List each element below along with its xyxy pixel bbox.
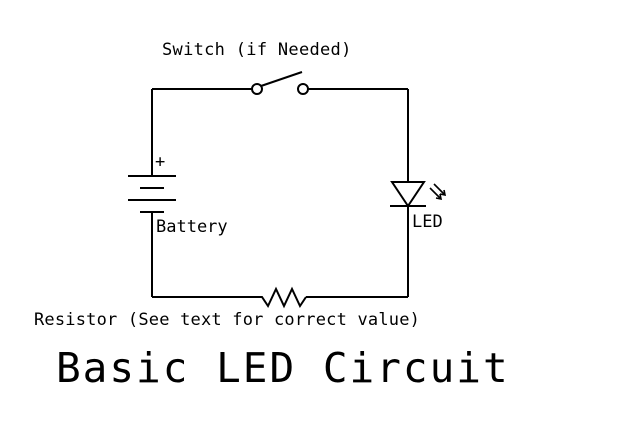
switch-open-icon <box>251 71 309 95</box>
led-label: LED <box>412 212 443 232</box>
battery-label: Battery <box>156 217 228 237</box>
battery-positive-mark: + <box>155 152 166 172</box>
switch-label: Switch (if Needed) <box>162 40 352 60</box>
resistor-label: Resistor (See text for correct value) <box>34 310 421 330</box>
battery-icon <box>128 175 176 213</box>
led-diode-icon <box>390 181 447 208</box>
diagram-title: Basic LED Circuit <box>56 344 510 392</box>
resistor-zigzag-icon <box>256 286 307 309</box>
light-emission-arrows-icon <box>429 183 447 201</box>
